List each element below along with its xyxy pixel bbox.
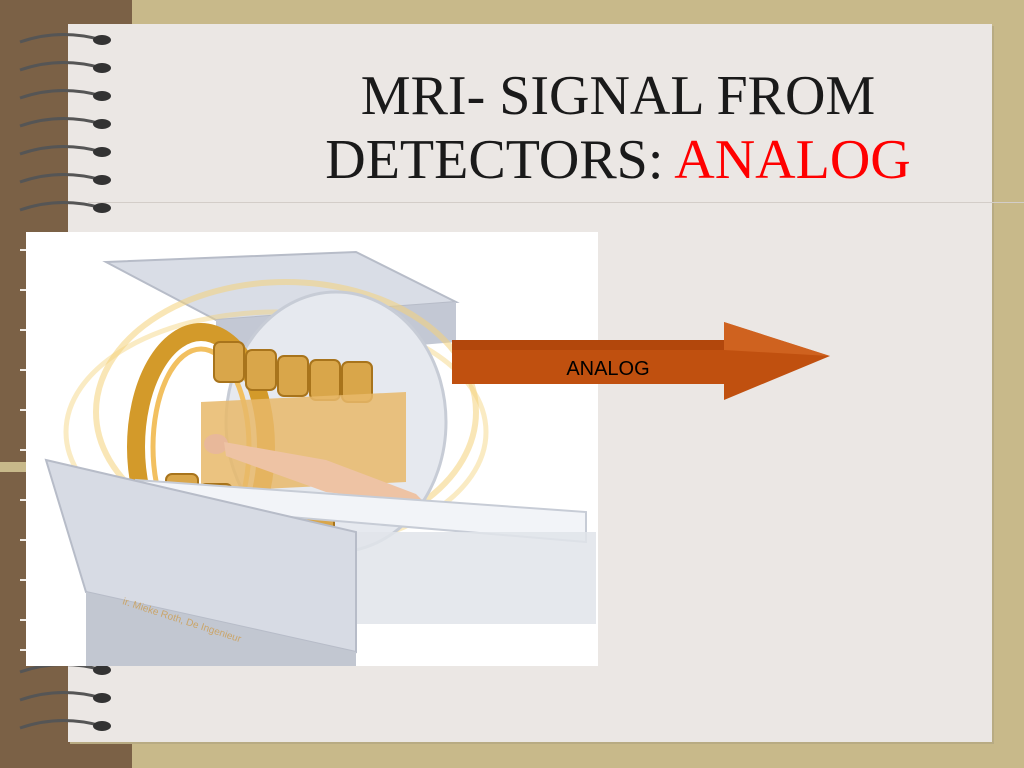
mri-scanner-illustration: ir. Mieke Roth, De Ingenieur	[26, 232, 598, 666]
right-arrow-icon	[452, 322, 830, 400]
title-line-2-prefix: DETECTORS:	[325, 129, 675, 191]
title-divider	[88, 202, 1024, 203]
arrow-label: ANALOG	[566, 358, 650, 380]
slide-title: MRI- SIGNAL FROM DETECTORS: ANALOG	[198, 64, 1024, 192]
title-line-1: MRI- SIGNAL FROM	[360, 65, 876, 127]
title-accent-word: ANALOG	[674, 129, 911, 191]
title-line-2: DETECTORS: ANALOG	[198, 128, 1024, 192]
